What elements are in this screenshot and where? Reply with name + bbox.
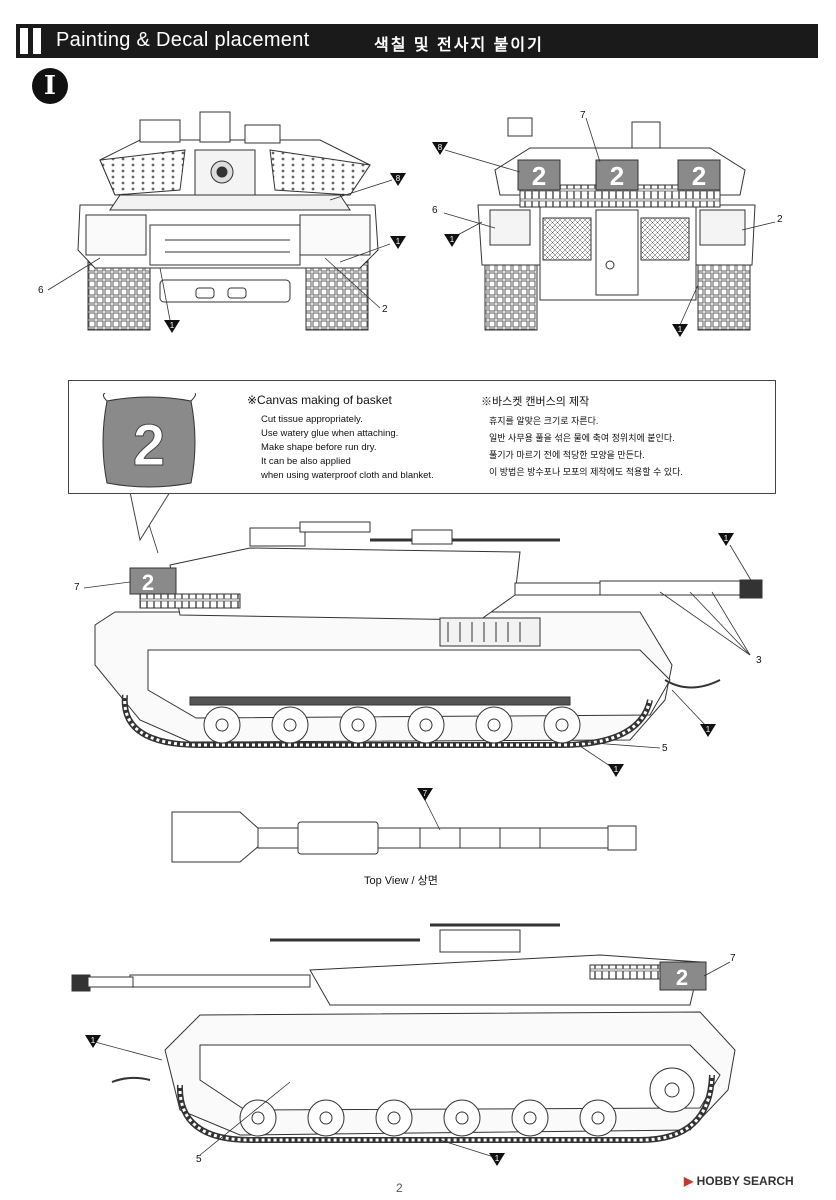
step-number-badge: I: [32, 68, 68, 104]
infobox-line-ko: 풀기가 마르기 전에 적당한 모양을 만든다.: [489, 450, 645, 460]
callout-rear-2: 2: [777, 214, 783, 225]
infobox-line-en: Make shape before run dry.: [261, 442, 377, 453]
marker-label-left-1b: 1: [706, 725, 711, 734]
marker-label-front-1b: 1: [170, 321, 175, 330]
callout-left-7: 7: [74, 582, 80, 593]
marker-label-right-1b: 1: [495, 1154, 500, 1163]
watermark: ▶ HOBBY SEARCH: [684, 1174, 794, 1188]
infobox-line-en: Cut tissue appropriately.: [261, 414, 363, 425]
right-side-view-drawing: [71, 923, 736, 1143]
header-bars-icon: [20, 28, 46, 54]
leader-lines: [47, 117, 776, 1159]
infobox-line-en: when using waterproof cloth and blanket.: [261, 470, 434, 481]
front-view-drawing: [77, 111, 379, 331]
callout-rear-7: 7: [580, 110, 586, 121]
page-number: 2: [396, 1181, 403, 1195]
rear-number-center: 2: [610, 161, 624, 191]
infobox-lines-ko: 휴지를 알맞은 크기로 자른다. 일반 사무용 풀을 섞은 물에 축여 정위치에…: [489, 413, 683, 481]
infobox-line-ko: 일반 사무용 풀을 섞은 물에 축여 정위치에 붙인다.: [489, 433, 675, 443]
header-title-en: Painting & Decal placement: [56, 29, 310, 51]
rear-view-drawing: [477, 117, 756, 331]
callout-left-3: 3: [756, 655, 762, 666]
marker-label-front-1a: 1: [396, 237, 401, 246]
marker-labels: 8 1 1 8 1 1 1 1 1 7 1 1: [91, 143, 729, 1163]
top-view-barrel-drawing: [171, 811, 637, 863]
infobox-line-en: It can be also applied: [261, 456, 351, 467]
callout-markers: [85, 142, 734, 1166]
top-view-caption: Top View / 상면: [364, 875, 438, 887]
infobox-title-en: ※Canvas making of basket: [247, 393, 392, 407]
infobox-line-en: Use watery glue when attaching.: [261, 428, 399, 439]
marker-label-left-1c: 1: [614, 765, 619, 774]
infobox-line-ko: 이 방법은 방수포나 모포의 제작에도 적용할 수 있다.: [489, 467, 683, 477]
marker-label-left-1a: 1: [724, 534, 729, 543]
infobox-pointer: [129, 491, 171, 542]
marker-label-front-8: 8: [396, 174, 401, 183]
left-side-view-drawing: [94, 521, 763, 748]
header-title-ko: 색칠 및 전사지 붙이기: [374, 37, 544, 54]
canvas-illustration: 2: [102, 393, 196, 488]
rear-number-left: 2: [532, 161, 546, 191]
marker-label-rear-8: 8: [438, 143, 443, 152]
marker-label-top-7: 7: [423, 789, 428, 798]
callout-left-5: 5: [662, 743, 668, 754]
watermark-text: HOBBY SEARCH: [696, 1174, 794, 1188]
callout-front-6: 6: [38, 285, 44, 296]
callout-right-5: 5: [196, 1154, 202, 1165]
right-turret-number: 2: [676, 965, 688, 990]
canvas-number: 2: [133, 413, 165, 478]
infobox-title-ko: ※바스켓 캔버스의 제작: [481, 396, 590, 408]
infobox-line-ko: 휴지를 알맞은 크기로 자른다.: [489, 416, 599, 426]
marker-label-rear-1b: 1: [678, 325, 683, 334]
rear-number-right: 2: [692, 161, 706, 191]
canvas-basket-infobox: 2 ※Canvas making of basket Cut tissue ap…: [68, 380, 776, 494]
infobox-lines-en: Cut tissue appropriately. Use watery glu…: [261, 413, 434, 483]
marker-label-rear-1a: 1: [450, 235, 455, 244]
callout-front-2: 2: [382, 304, 388, 315]
callout-right-7: 7: [730, 953, 736, 964]
left-turret-number: 2: [142, 570, 154, 595]
page-header: Painting & Decal placement 색칠 및 전사지 붙이기: [16, 24, 818, 58]
watermark-logo-icon: ▶: [684, 1174, 694, 1188]
callout-rear-6: 6: [432, 205, 438, 216]
marker-label-right-1a: 1: [91, 1036, 96, 1045]
rear-turret-numbers: 2 2 2: [532, 161, 706, 191]
